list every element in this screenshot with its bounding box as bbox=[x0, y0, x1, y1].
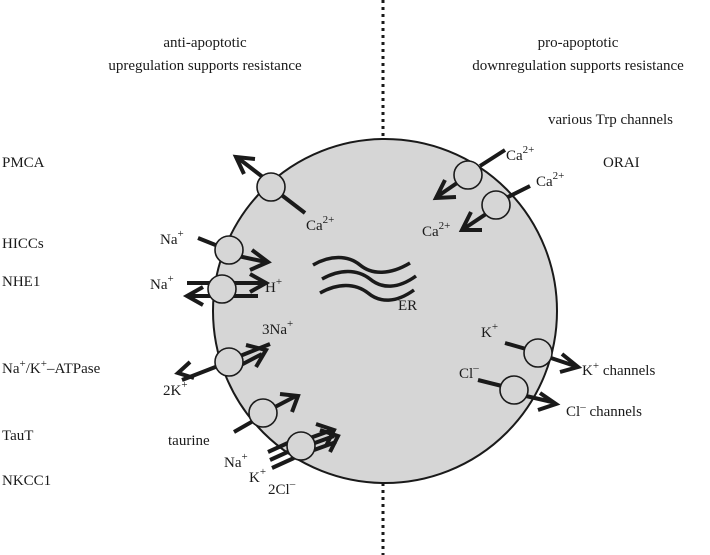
label-trp-channels: various Trp channels bbox=[548, 112, 673, 128]
label-hiccs: HICCs bbox=[2, 236, 44, 252]
ion-cl-channel: Cl– bbox=[459, 362, 479, 382]
ion-2k-atpase: 2K+ bbox=[163, 379, 188, 399]
label-na-k-atpase-part: Na bbox=[2, 361, 20, 377]
ion-ca-inside: Ca2+ bbox=[422, 220, 450, 240]
label-nkcc1: NKCC1 bbox=[2, 473, 51, 489]
er-label: ER bbox=[398, 298, 417, 314]
label-nhe1: NHE1 bbox=[2, 274, 40, 290]
ion-ca-pmca: Ca2+ bbox=[306, 214, 334, 234]
ion-ca-orai: Ca2+ bbox=[536, 170, 564, 190]
nhe1-exchanger bbox=[182, 272, 271, 307]
label-k-channels: K+ channels bbox=[582, 360, 655, 379]
header-right-line1: pro-apoptotic bbox=[538, 35, 619, 51]
ion-na-hiccs: Na+ bbox=[160, 228, 184, 248]
label-pmca: PMCA bbox=[2, 155, 45, 171]
header-left-line2: upregulation supports resistance bbox=[108, 58, 302, 74]
ion-ca-trp: Ca2+ bbox=[506, 144, 534, 164]
pmca-transporter bbox=[232, 154, 307, 215]
label-na-k-atpase: Na+/K+–ATPase bbox=[2, 358, 101, 377]
cl-channel bbox=[477, 375, 561, 412]
ion-k-channel: K+ bbox=[481, 321, 498, 341]
label-cl-channels: Cl– channels bbox=[566, 401, 642, 420]
nkcc1-cotransporter bbox=[267, 422, 341, 470]
header-left-line1: anti-apoptotic bbox=[163, 35, 247, 51]
ion-2cl-nkcc1: 2Cl– bbox=[268, 478, 296, 498]
ion-k-nkcc1: K+ bbox=[249, 466, 266, 486]
er-organelle bbox=[312, 255, 418, 302]
label-orai: ORAI bbox=[603, 155, 640, 171]
ion-taurine: taurine bbox=[168, 433, 210, 449]
label-taut: TauT bbox=[2, 428, 33, 444]
hiccs-channel bbox=[197, 235, 272, 272]
taut-transporter bbox=[233, 392, 301, 434]
orai-channel bbox=[458, 184, 531, 232]
ion-3na-atpase: 3Na+ bbox=[262, 318, 293, 338]
na-k-atpase-pump bbox=[174, 342, 271, 382]
k-channel bbox=[504, 338, 583, 374]
trp-channel bbox=[432, 148, 507, 201]
ion-h-nhe1: H+ bbox=[265, 276, 282, 296]
ion-na-nhe1: Na+ bbox=[150, 273, 174, 293]
ion-na-nkcc1: Na+ bbox=[224, 451, 248, 471]
header-right-line2: downregulation supports resistance bbox=[472, 58, 684, 74]
